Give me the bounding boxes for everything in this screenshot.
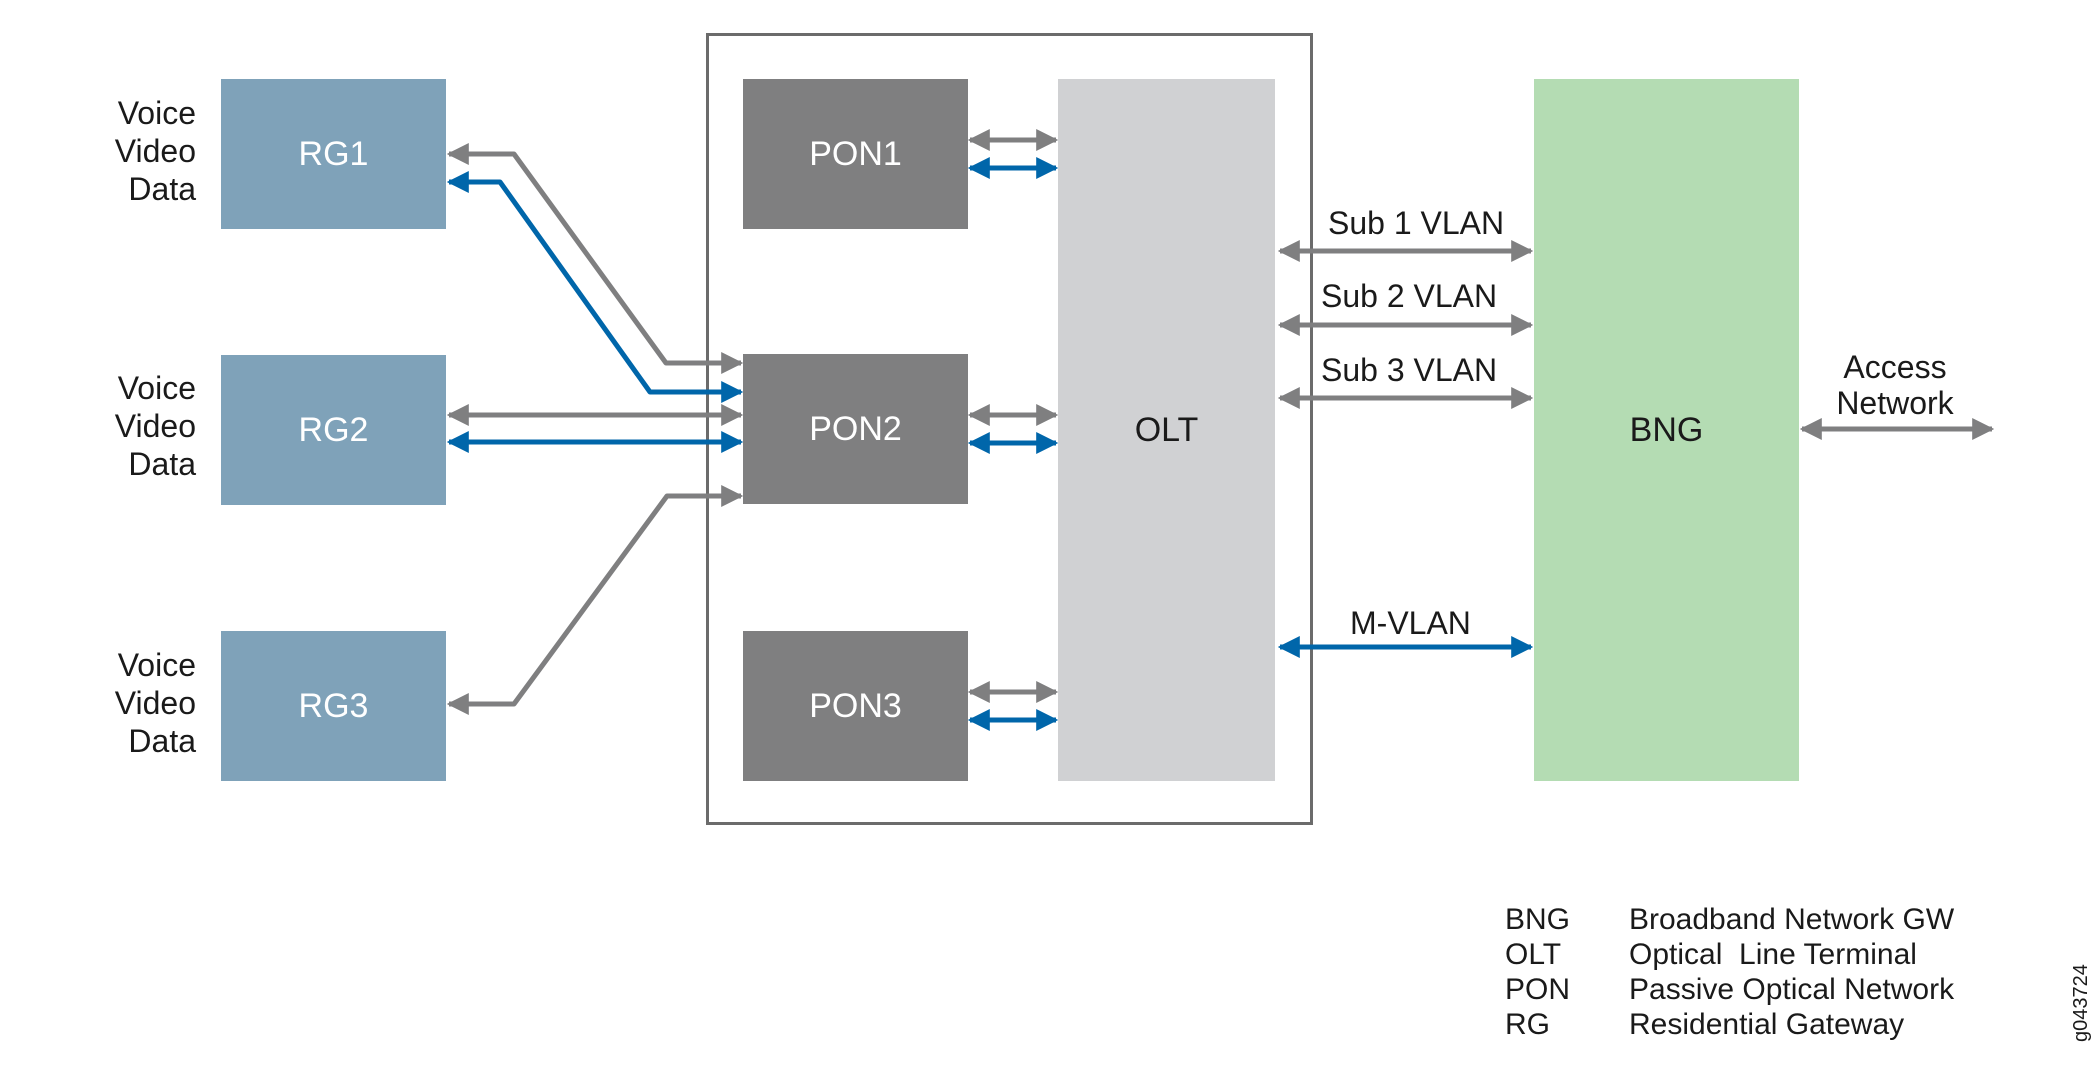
service-voice: Voice [117,370,196,406]
service-video: Video [114,685,196,721]
rg1-node: RG1 [221,79,446,229]
legend-row-olt: OLT Optical Line Terminal [1505,937,1954,972]
access-network-label: Access Network [1830,349,1960,421]
rg2-services: Voice Video Data [36,369,196,483]
legend-desc: Residential Gateway [1629,1008,1905,1041]
rg1-pon2-gray-link [446,142,744,375]
rg1-services: Voice Video Data [36,94,196,208]
legend: BNG Broadband Network GW OLT Optical Lin… [1505,902,1954,1042]
service-voice: Voice [117,647,196,683]
service-video: Video [114,133,196,169]
legend-desc: Optical Line Terminal [1629,938,1917,971]
service-data: Data [128,446,196,482]
rg3-node: RG3 [221,631,446,781]
figure-id: g043724 [2070,964,2092,1042]
legend-abbr: RG [1505,1008,1550,1041]
service-data: Data [128,171,196,207]
legend-abbr: PON [1505,973,1571,1006]
olt-enclosure [706,33,1313,825]
m-vlan-label: M-VLAN [1350,605,1471,641]
olt-node: OLT [1058,79,1275,781]
legend-abbr: OLT [1505,938,1562,971]
pon3-node: PON3 [743,631,968,781]
rg3-pon2-gray-link [446,484,744,716]
service-voice: Voice [117,95,196,131]
pon2-node: PON2 [743,354,968,504]
rg2-node: RG2 [221,355,446,505]
service-video: Video [114,408,196,444]
bng-node: BNG [1534,79,1799,781]
sub1-vlan-label: Sub 1 VLAN [1328,205,1505,241]
rg3-services: Voice Video Data [36,646,196,760]
service-data: Data [128,723,196,759]
access-network-label-line1: Access [1843,349,1947,385]
legend-abbr: BNG [1505,903,1571,936]
legend-row-rg: RG Residential Gateway [1505,1007,1954,1042]
access-network-label-line2: Network [1836,385,1954,421]
sub3-vlan-label: Sub 3 VLAN [1321,352,1498,388]
legend-desc: Passive Optical Network [1629,973,1955,1006]
legend-row-pon: PON Passive Optical Network [1505,972,1954,1007]
pon1-node: PON1 [743,79,968,229]
rg1-pon2-blue-link [446,170,744,404]
legend-row-bng: BNG Broadband Network GW [1505,902,1954,937]
legend-desc: Broadband Network GW [1629,903,1955,936]
sub2-vlan-label: Sub 2 VLAN [1321,278,1498,314]
